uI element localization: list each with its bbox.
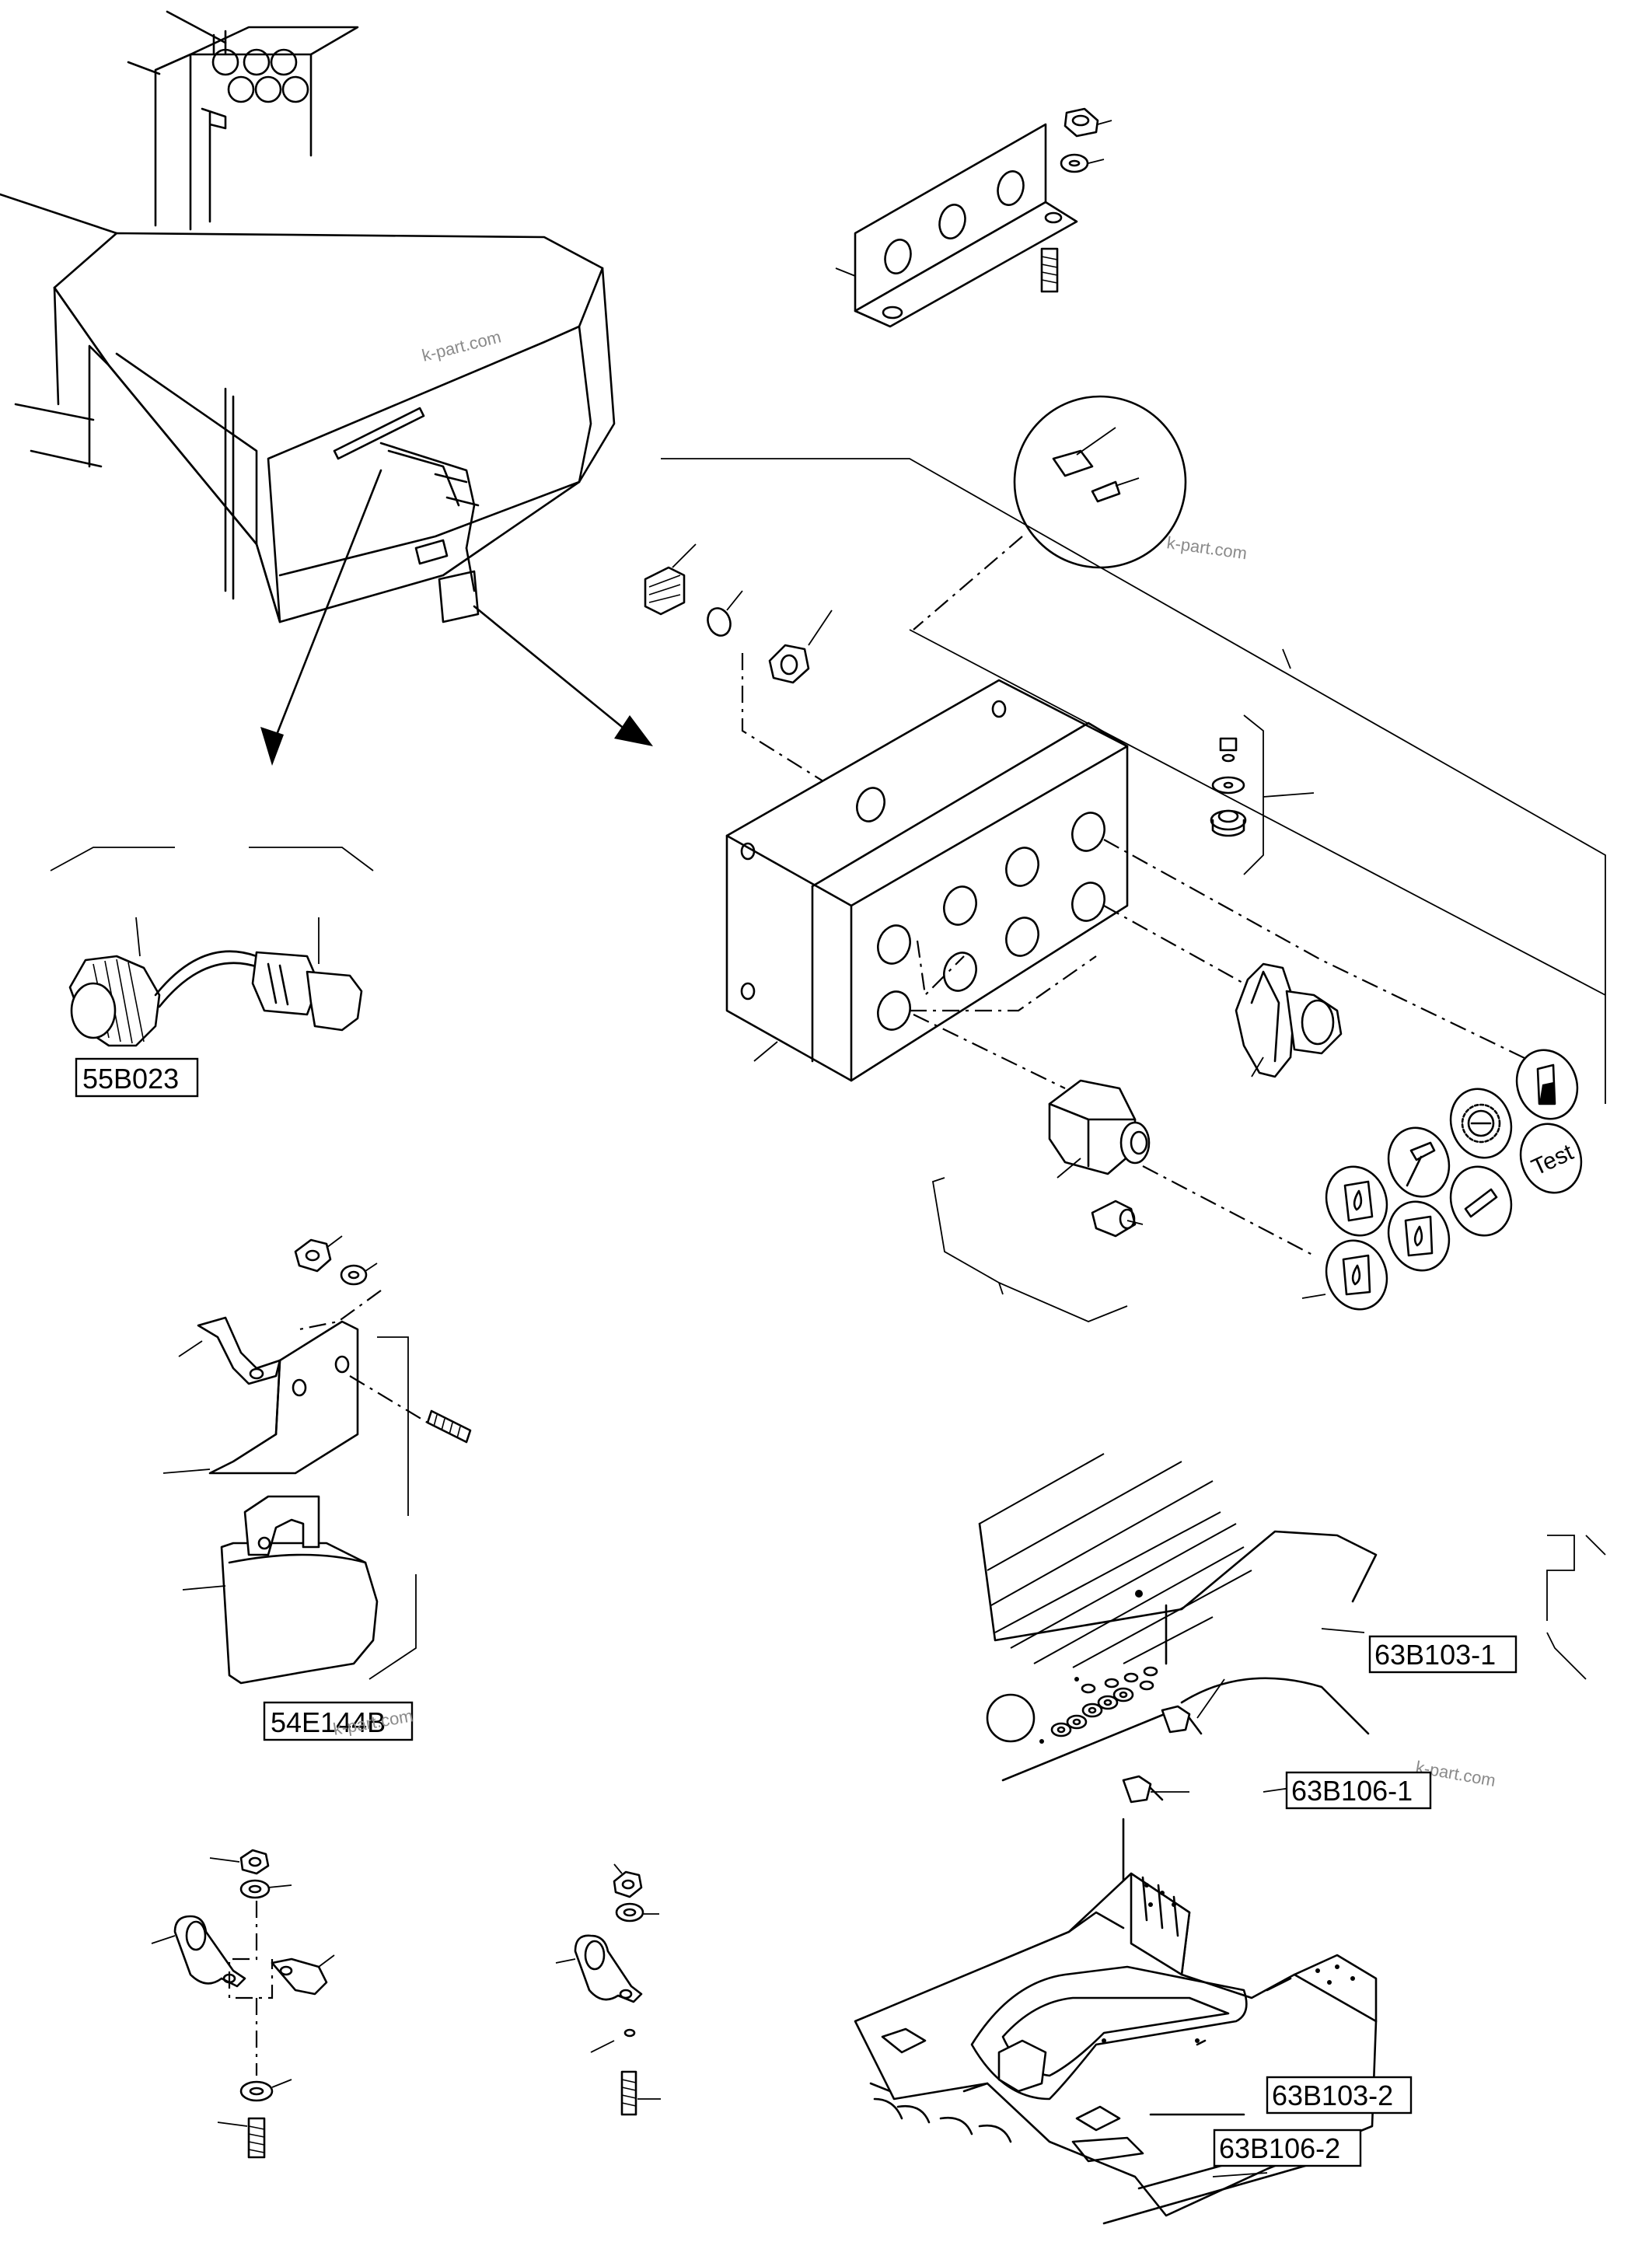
sensor-hardware-row [1039,1666,1158,1744]
clamp-assembly-1 [151,1849,335,2159]
mounting-hardware [1210,714,1315,875]
ref-63b106-1: 63B106-1 [1285,1771,1432,1810]
ref-label-63b103-2: 63B103-2 [1272,2080,1393,2111]
oil-drop-icon-1 [1325,1165,1388,1237]
clamp-assembly-2 [555,1863,661,2116]
bracket-plate [835,107,1112,328]
fuel-icon [1515,1049,1579,1120]
hammer-icon [1387,1126,1451,1198]
watermark-2: k-part.com [1165,533,1248,563]
ref-63b103-1: 63B103-1 [1368,1635,1518,1674]
indicator-lamp [931,1079,1151,1322]
cab-floor-frame [854,1872,1378,2225]
machine-housing: k-part.com [0,10,653,766]
ref-label-63b106-2: 63B106-2 [1219,2132,1340,2164]
ref-label-55b023: 55B023 [82,1063,179,1095]
long-leader [661,458,1606,1104]
ref-label-63b103-1: 63B103-1 [1374,1639,1496,1671]
horn-assembly-54e144b: 54E144B k-part.com [162,1235,472,1741]
gear-icon [1449,1088,1513,1159]
push-switch [1235,962,1343,1078]
ref-63b106-2: 63B106-2 [1213,2129,1362,2167]
test-icon: Test [1519,1123,1583,1194]
ref-label-63b106-1: 63B106-1 [1291,1775,1413,1807]
battery-icon [1449,1165,1513,1237]
sensor-55b023: 55B023 [50,847,374,1098]
oil-drop-icon-2 [1387,1200,1451,1272]
oil-drop-icon-3 [1325,1239,1388,1311]
cab-panel: k-part.com [978,1453,1606,1975]
ref-63b103-2: 63B103-2 [1266,2076,1413,2115]
detail-circle: k-part.com [913,395,1249,630]
control-box [644,543,1548,1256]
ref-label-54e144b: 54E144B [271,1706,386,1738]
icon-decals: Test [1301,1049,1583,1311]
